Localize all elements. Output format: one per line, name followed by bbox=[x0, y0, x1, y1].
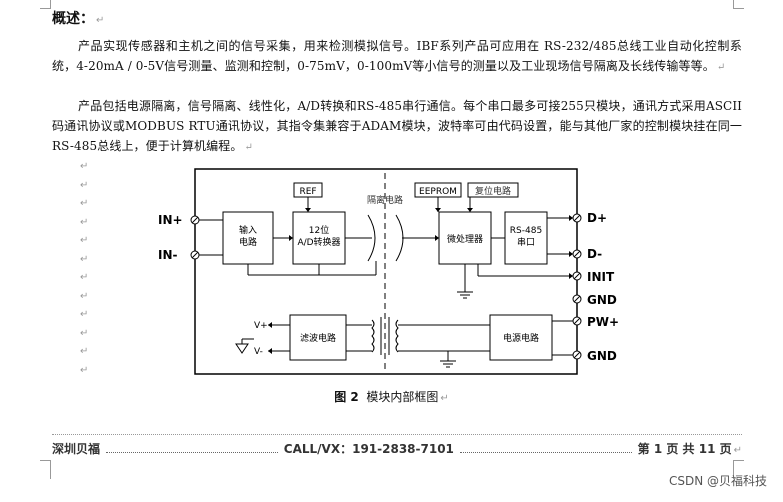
isolation-arc bbox=[367, 214, 376, 262]
figure-caption-text: 模块内部框图 bbox=[366, 390, 439, 404]
pin-in-minus-label: IN- bbox=[158, 248, 178, 262]
return-mark: ↵ bbox=[80, 346, 89, 357]
arrow-icon bbox=[268, 322, 272, 328]
footer-company: 深圳贝福 bbox=[52, 442, 101, 456]
paragraph-2: 产品包括电源隔离，信号隔离、线性化，A/D转换和RS-485串行通信。每个串口最… bbox=[52, 96, 742, 158]
page-corner-mark bbox=[40, 0, 51, 9]
input-circuit-label-1: 输入 bbox=[239, 224, 257, 236]
footer-rule bbox=[52, 434, 742, 435]
paragraph-1-text: 产品实现传感器和主机之间的信号采集，用来检测模拟信号。IBF系列产品可应用在 R… bbox=[52, 39, 742, 73]
pin-d-minus-label: D- bbox=[587, 247, 602, 261]
pin-gnd-label: GND bbox=[587, 293, 617, 307]
return-mark: ↵ bbox=[96, 15, 105, 26]
isolation-label: 隔离电路 bbox=[367, 194, 403, 206]
input-circuit-label-2: 电路 bbox=[239, 236, 257, 248]
eeprom-label: EEPROM bbox=[419, 187, 457, 197]
v-plus-label: V+ bbox=[254, 321, 268, 331]
ground-triangle-icon bbox=[235, 343, 249, 354]
page-corner-mark bbox=[733, 460, 744, 479]
watermark: CSDN @贝福科技 bbox=[668, 474, 767, 488]
arrow-icon bbox=[268, 348, 272, 354]
return-mark: ↵ bbox=[80, 198, 89, 209]
return-mark: ↵ bbox=[80, 235, 89, 246]
filter-circuit-label: 滤波电路 bbox=[300, 332, 336, 344]
mcu-label: 微处理器 bbox=[447, 233, 483, 245]
v-minus-label: V- bbox=[254, 347, 263, 357]
section-heading: 概述：↵ bbox=[52, 8, 104, 28]
return-mark: ↵ bbox=[80, 272, 89, 283]
pin-pw-plus-label: PW+ bbox=[587, 315, 619, 329]
return-mark: ↵ bbox=[440, 393, 449, 404]
rs485-block bbox=[504, 211, 548, 265]
figure-caption: 图 2 模块内部框图↵ bbox=[0, 388, 783, 405]
power-circuit-block bbox=[489, 314, 553, 361]
arrow-icon bbox=[569, 251, 573, 257]
return-mark: ↵ bbox=[716, 62, 726, 73]
transformer-coil bbox=[371, 319, 375, 353]
return-mark: ↵ bbox=[80, 309, 89, 320]
section-heading-text: 概述： bbox=[52, 11, 94, 27]
return-mark: ↵ bbox=[80, 364, 89, 376]
pin-gnd-2-label: GND bbox=[587, 349, 617, 363]
transformer-coil bbox=[395, 319, 399, 353]
return-mark: ↵ bbox=[80, 327, 89, 339]
return-mark: ↵ bbox=[80, 216, 89, 228]
reset-label: 复位电路 bbox=[475, 185, 511, 197]
filter-circuit-block bbox=[289, 314, 347, 361]
paragraph-2-text: 产品包括电源隔离，信号隔离、线性化，A/D转换和RS-485串行通信。每个串口最… bbox=[52, 99, 742, 153]
arrow-icon bbox=[435, 235, 439, 241]
arrow-icon bbox=[305, 208, 311, 212]
figure-caption-label: 图 2 bbox=[334, 390, 359, 404]
power-circuit-label: 电源电路 bbox=[503, 332, 539, 344]
page-footer: 深圳贝福 CALL/VX：191-2838-7101 第 1 页 共 11 页↵ bbox=[52, 440, 742, 457]
arrow-icon bbox=[289, 235, 293, 241]
footer-page-number-text: 第 1 页 共 11 页 bbox=[637, 442, 732, 456]
terminal-slash bbox=[191, 251, 199, 259]
return-mark: ↵ bbox=[80, 179, 89, 191]
ref-label: REF bbox=[299, 187, 316, 197]
terminal-slash bbox=[191, 216, 199, 224]
return-mark: ↵ bbox=[733, 445, 743, 456]
footer-contact: CALL/VX：191-2838-7101 bbox=[283, 442, 454, 456]
return-mark: ↵ bbox=[80, 161, 89, 172]
block-diagram: IN+ IN- 输入 电路 REF 12位 A/D转换器 隔离电路 bbox=[158, 168, 619, 375]
return-mark: ↵ bbox=[244, 142, 253, 153]
arrow-icon bbox=[435, 208, 441, 212]
empty-line-marks: ↵ ↵ ↵ ↵ ↵ ↵ ↵ ↵ ↵ ↵ ↵ ↵ bbox=[80, 158, 88, 380]
pin-in-plus-label: IN+ bbox=[158, 213, 183, 227]
arrow-icon bbox=[467, 208, 473, 212]
paragraph-1: 产品实现传感器和主机之间的信号采集，用来检测模拟信号。IBF系列产品可应用在 R… bbox=[52, 36, 742, 78]
return-mark: ↵ bbox=[80, 290, 89, 302]
page-corner-mark bbox=[733, 0, 744, 9]
adc-label-1: 12位 bbox=[309, 224, 329, 236]
footer-dots bbox=[459, 444, 632, 453]
isolation-arc bbox=[395, 214, 404, 262]
rs485-label-2: 串口 bbox=[517, 237, 535, 248]
arrow-icon bbox=[569, 273, 573, 279]
footer-dots bbox=[106, 444, 278, 453]
footer-page-number: 第 1 页 共 11 页↵ bbox=[638, 440, 742, 457]
pin-d-plus-label: D+ bbox=[587, 211, 607, 225]
return-mark: ↵ bbox=[80, 253, 89, 265]
arrow-icon bbox=[569, 215, 573, 221]
pin-init-label: INIT bbox=[587, 270, 615, 284]
rs485-label-1: RS-485 bbox=[510, 226, 542, 236]
page-corner-mark bbox=[40, 460, 51, 479]
adc-label-2: A/D转换器 bbox=[297, 236, 340, 248]
reset-block bbox=[467, 182, 519, 198]
